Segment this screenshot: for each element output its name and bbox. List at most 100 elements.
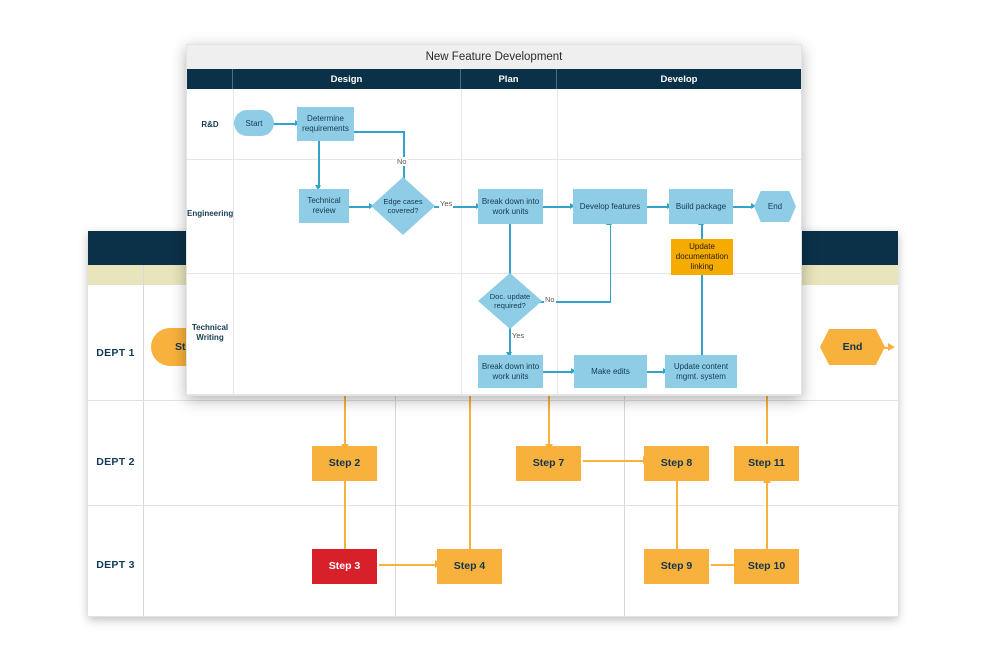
- front-arrowhead-edgecases: [369, 202, 374, 209]
- back-node-step2-label: Step 2: [328, 457, 361, 470]
- front-node-end[interactable]: End: [754, 191, 796, 222]
- back-lane-label-dept2: DEPT 2: [96, 456, 135, 468]
- front-connector-breakdown1-develop: [543, 206, 572, 208]
- front-node-start[interactable]: Start: [234, 110, 274, 136]
- front-node-determine-line1: Determine: [307, 114, 344, 124]
- back-connector-step10-step11: [766, 481, 768, 566]
- back-connector-step8-step9: [676, 480, 678, 562]
- front-connector-determine-techreview: [318, 141, 320, 188]
- front-diagram-title: New Feature Development: [187, 45, 801, 70]
- back-node-step9-label: Step 9: [660, 560, 693, 573]
- front-node-breakdown1-line2: work units: [492, 206, 529, 216]
- front-bottom-border: [187, 394, 801, 395]
- back-node-end-label: End: [842, 341, 863, 353]
- front-edge-label-yes-docupdate: Yes: [511, 331, 526, 340]
- front-connector-techreview-edgecases: [349, 206, 371, 208]
- front-node-update-documentation-linking[interactable]: Update documentation linking: [671, 239, 733, 275]
- back-node-step9[interactable]: Step 9: [644, 549, 709, 584]
- front-node-develop-features[interactable]: Develop features: [573, 189, 647, 224]
- front-connector-start-determine: [273, 123, 297, 125]
- front-connector-no-back: [339, 131, 404, 133]
- front-connector-breakdown1-docupdate: [509, 224, 511, 302]
- back-connector-start-step2: [344, 371, 346, 446]
- front-lane-label-rnd: R&D: [201, 120, 219, 129]
- front-node-buildpkg-label: Build package: [675, 201, 727, 211]
- front-edge-label-no-docupdate: No: [544, 295, 556, 304]
- front-node-update-content-mgmt-system[interactable]: Update content mgmt. system: [665, 355, 737, 388]
- front-arrowhead-breakdown2: [506, 352, 512, 357]
- front-connector-breakdown2-makeedits: [543, 371, 573, 373]
- back-bottom-border: [88, 616, 898, 617]
- back-node-step8[interactable]: Step 8: [644, 446, 709, 481]
- front-connector-no-up: [403, 131, 405, 182]
- back-node-step4-label: Step 4: [453, 560, 486, 573]
- front-node-make-edits[interactable]: Make edits: [574, 355, 647, 388]
- front-node-edgecases-line1: Edge cases: [383, 197, 423, 206]
- front-node-determine-requirements[interactable]: Determine requirements: [297, 107, 354, 141]
- front-column-header-develop: Develop: [660, 73, 698, 85]
- front-column-header-row: Design Plan Develop: [187, 69, 801, 89]
- front-arrowhead-develop: [570, 202, 575, 209]
- front-connector-makeedits-updatecms: [647, 371, 665, 373]
- front-node-edgecases-line2: covered?: [387, 206, 419, 215]
- back-grid-divider-v1: [395, 265, 396, 617]
- front-connector-docyes-down: [509, 327, 511, 355]
- back-connector-top-step4: [469, 287, 471, 564]
- back-connector-step2-step3: [344, 480, 346, 562]
- front-lane-label-engineering: Engineering: [187, 209, 234, 218]
- back-node-end[interactable]: End: [820, 329, 885, 365]
- front-arrowhead-end: [751, 202, 756, 209]
- front-connector-docno-up: [609, 225, 611, 302]
- front-grid-divider-v0: [233, 89, 234, 394]
- front-diagram-title-text: New Feature Development: [425, 51, 563, 63]
- front-node-end-label: End: [767, 202, 783, 211]
- front-lane-label-technical-writing: Technical Writing: [187, 323, 233, 344]
- front-node-docupdate-line2: required?: [494, 301, 526, 310]
- back-node-step7[interactable]: Step 7: [516, 446, 581, 481]
- back-node-step2[interactable]: Step 2: [312, 446, 377, 481]
- front-connector-docno-right: [539, 301, 611, 303]
- back-node-step11[interactable]: Step 11: [734, 446, 799, 481]
- front-node-updatedoc-line2: documentation: [675, 252, 729, 262]
- front-node-edge-cases-covered[interactable]: Edge cases covered?: [371, 177, 435, 235]
- front-arrowhead-makeedits: [571, 367, 576, 374]
- front-grid-divider-v2: [557, 89, 558, 394]
- front-node-makeedits-label: Make edits: [591, 366, 630, 376]
- back-node-step10[interactable]: Step 10: [734, 549, 799, 584]
- back-node-step4[interactable]: Step 4: [437, 549, 502, 584]
- front-node-start-label: Start: [245, 118, 263, 128]
- back-node-step7-label: Step 7: [532, 457, 565, 470]
- front-node-build-package[interactable]: Build package: [669, 189, 733, 224]
- front-lane-divider-1: [187, 159, 801, 160]
- front-arrowhead-techreview: [315, 185, 321, 190]
- new-feature-development-diagram[interactable]: New Feature Development Design Plan Deve…: [186, 44, 802, 396]
- back-arrowhead-end: [888, 343, 895, 351]
- front-node-updatedoc-line1: Update: [689, 242, 715, 252]
- front-node-techreview-line2: review: [312, 206, 336, 215]
- back-lane-divider-1: [88, 400, 898, 401]
- front-node-breakdown1-line1: Break down into: [481, 196, 540, 206]
- front-node-break-down-work-units-engineering[interactable]: Break down into work units: [478, 189, 543, 224]
- front-node-break-down-work-units-technical-writing[interactable]: Break down into work units: [478, 355, 543, 388]
- back-lane-label-dept1: DEPT 1: [96, 347, 135, 359]
- front-node-techreview-line1: Technical: [307, 196, 341, 206]
- front-node-updatedoc-line3: linking: [690, 261, 714, 271]
- front-node-technical-review[interactable]: Technical review: [299, 189, 349, 223]
- front-node-determine-line2: requirements: [302, 124, 349, 133]
- front-node-docupdate-line1: Doc. update: [489, 292, 531, 301]
- front-node-develop-label: Develop features: [579, 201, 641, 211]
- front-node-doc-update-required[interactable]: Doc. update required?: [478, 273, 542, 329]
- front-connector-develop-buildpkg: [647, 206, 669, 208]
- front-grid-divider-v1: [461, 89, 462, 394]
- back-node-step3[interactable]: Step 3: [312, 549, 377, 584]
- front-node-updatecms-line1: Update content: [673, 361, 729, 371]
- front-lane-label-technical-writing-line2: Writing: [196, 333, 224, 343]
- back-node-step10-label: Step 10: [747, 560, 786, 573]
- front-edge-label-no-edgecases: No: [396, 157, 408, 166]
- front-column-header-blank: [187, 69, 233, 89]
- back-lane-label-dept3: DEPT 3: [96, 559, 135, 571]
- front-connector-buildpkg-end: [733, 206, 753, 208]
- front-column-header-design: Design: [233, 69, 461, 89]
- front-lane-divider-2: [187, 273, 801, 274]
